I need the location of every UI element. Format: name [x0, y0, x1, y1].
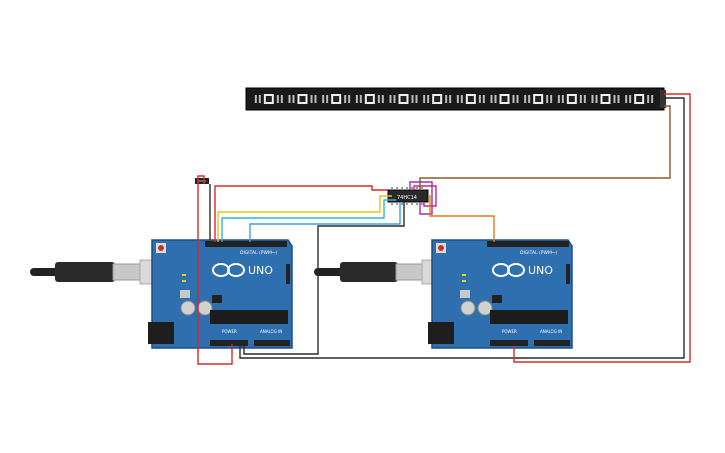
ic-pin[interactable]	[421, 202, 423, 205]
wire-brown	[419, 105, 671, 190]
ic-pin[interactable]	[411, 202, 413, 205]
ic-chip[interactable]: 74HC14	[387, 187, 429, 205]
led-pixel	[389, 94, 418, 104]
digital-header[interactable]	[487, 241, 569, 247]
wire-magenta	[413, 185, 437, 207]
digital-header-label: DIGITAL (PWM~)	[520, 250, 558, 256]
led-strip[interactable]	[245, 87, 666, 111]
power-header[interactable]	[490, 340, 528, 346]
uno-logo-text: UNO	[528, 264, 553, 277]
led-pixel	[423, 94, 452, 104]
wires[interactable]	[197, 93, 691, 365]
power-jack[interactable]	[428, 322, 454, 344]
led-strip-pixels	[254, 94, 654, 104]
led-pixel	[524, 94, 553, 104]
arduino-uno-left[interactable]: DIGITAL (PWM~) UNO POWER ANALOG IN	[148, 239, 293, 349]
analog-header[interactable]	[534, 340, 570, 346]
ic-pin[interactable]	[401, 202, 403, 205]
ic-pin[interactable]	[406, 187, 408, 190]
ic-pin[interactable]	[421, 187, 423, 190]
led-pixel	[355, 94, 384, 104]
led-pixel	[322, 94, 351, 104]
ic-pin[interactable]	[396, 187, 398, 190]
pushbutton[interactable]	[195, 178, 209, 184]
wire-orange	[428, 195, 495, 242]
ic-pin[interactable]	[396, 202, 398, 205]
led-pixel	[254, 94, 283, 104]
wire-red	[513, 93, 691, 363]
icsp-header[interactable]	[212, 295, 222, 303]
atmega-chip	[490, 310, 568, 324]
wire-red	[214, 185, 388, 242]
wire-cyan	[221, 199, 396, 242]
wire-black	[239, 97, 685, 359]
power-jack[interactable]	[148, 322, 174, 344]
wire-purple	[409, 181, 433, 215]
led-pixel	[591, 94, 620, 104]
ic-pin[interactable]	[406, 202, 408, 205]
ic-chip-pins	[391, 187, 423, 205]
ic-pin[interactable]	[401, 187, 403, 190]
wire-red	[197, 175, 205, 184]
arduino-logo	[492, 263, 525, 277]
led-pixel	[625, 94, 654, 104]
power-header-label: POWER	[502, 329, 517, 334]
ic-pin[interactable]	[416, 202, 418, 205]
strip-terminal[interactable]	[660, 90, 666, 108]
analog-header-label: ANALOG IN	[540, 329, 562, 334]
ic-pin[interactable]	[416, 187, 418, 190]
digital-header[interactable]	[205, 241, 287, 247]
ic-pin[interactable]	[391, 187, 393, 190]
wire-red	[197, 184, 233, 365]
power-header[interactable]	[210, 340, 248, 346]
wire-blue	[249, 202, 401, 242]
arduino-logo	[212, 263, 245, 277]
led-pixel	[456, 94, 485, 104]
power-header-label: POWER	[222, 329, 237, 334]
arduino-uno-right[interactable]: DIGITAL (PWM~) UNO POWER ANALOG IN	[428, 239, 573, 349]
digital-header-label: DIGITAL (PWM~)	[240, 250, 278, 256]
analog-header-label: ANALOG IN	[260, 329, 282, 334]
icsp-header[interactable]	[492, 295, 502, 303]
ic-pin[interactable]	[391, 202, 393, 205]
led-pixel	[490, 94, 519, 104]
ic-chip-label: 74HC14	[397, 195, 417, 201]
led-pixel	[557, 94, 586, 104]
ic-pin[interactable]	[411, 187, 413, 190]
uno-logo-text: UNO	[248, 264, 273, 277]
wire-yellow	[217, 195, 392, 242]
led-pixel	[288, 94, 317, 104]
wire-black	[243, 202, 405, 355]
analog-header[interactable]	[254, 340, 290, 346]
atmega-chip	[210, 310, 288, 324]
